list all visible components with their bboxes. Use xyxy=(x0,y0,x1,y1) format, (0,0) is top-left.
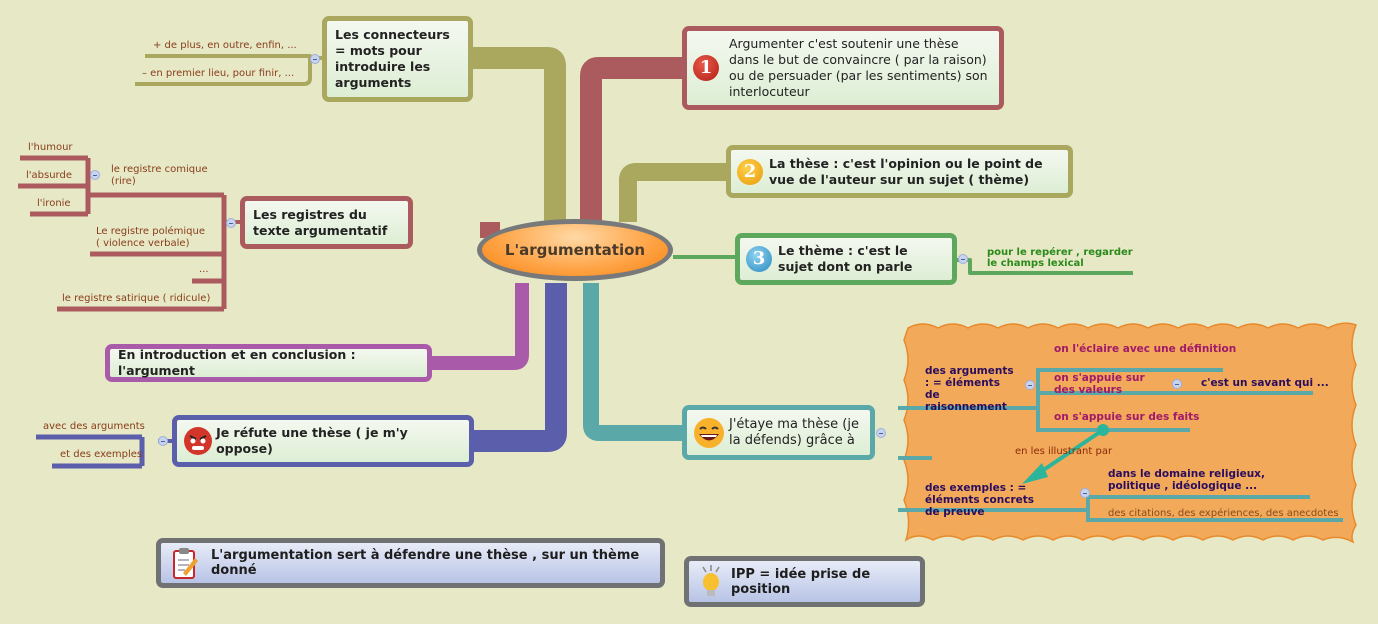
leaf-citations[interactable]: des citations, des expériences, des anec… xyxy=(1108,508,1339,519)
laughing-face-icon xyxy=(694,417,724,448)
leaf-savant[interactable]: c'est un savant qui ... xyxy=(1201,377,1329,389)
relation-label: en les illustrant par xyxy=(1015,446,1113,457)
number-1-icon: 1 xyxy=(693,55,719,81)
topic-definition-label: Argumenter c'est soutenir une thèse dans… xyxy=(729,36,988,99)
leaf-definition[interactable]: on l'éclaire avec une définition xyxy=(1054,343,1237,355)
topic-introduction-label: En introduction et en conclusion : l'arg… xyxy=(118,347,356,378)
topic-these-label: La thèse : c'est l'opinion ou le point d… xyxy=(769,155,1043,187)
lightbulb-icon xyxy=(702,564,720,596)
central-topic-label: L'argumentation xyxy=(504,241,646,259)
leaf-registre-ellipsis[interactable]: ... xyxy=(199,264,209,275)
topic-etaye-label: J'étaye ma thèse (je la défends) grâce à xyxy=(729,416,859,448)
topic-etaye[interactable]: J'étaye ma thèse (je la défends) grâce à xyxy=(682,405,875,460)
collapse-toggle-etaye[interactable] xyxy=(876,428,886,438)
leaf-connecteur-1[interactable]: + de plus, en outre, enfin, ... xyxy=(153,40,297,51)
leaf-connecteur-2[interactable]: – en premier lieu, pour finir, ... xyxy=(142,68,295,79)
number-2-icon: 2 xyxy=(737,158,763,185)
topic-refute-label: Je réfute une thèse ( je m'y oppose) xyxy=(216,425,408,456)
angry-face-icon xyxy=(184,427,212,455)
cloud-background xyxy=(898,322,1357,544)
topic-refute[interactable]: Je réfute une thèse ( je m'y oppose) xyxy=(172,415,474,467)
topic-introduction[interactable]: En introduction et en conclusion : l'arg… xyxy=(105,344,432,382)
number-3-icon: 3 xyxy=(746,246,772,272)
topic-connecteurs-label: Les connecteurs = mots pour introduire l… xyxy=(335,27,450,90)
leaf-champs-lexical[interactable]: pour le repérer , regarder le champs lex… xyxy=(987,247,1133,269)
collapse-toggle-arguments[interactable] xyxy=(1025,380,1035,390)
topic-these[interactable]: 2 La thèse : c'est l'opinion ou le point… xyxy=(726,145,1073,198)
leaf-ironie[interactable]: l'ironie xyxy=(37,198,71,209)
central-topic[interactable]: L'argumentation xyxy=(477,219,673,281)
note-argumentation-label: L'argumentation sert à défendre une thès… xyxy=(211,548,640,578)
collapse-toggle-connecteurs[interactable] xyxy=(310,54,320,64)
collapse-toggle-registres[interactable] xyxy=(226,218,236,228)
topic-definition[interactable]: 1 Argumenter c'est soutenir une thèse da… xyxy=(682,26,1004,110)
note-ipp-label: IPP = idée prise de position xyxy=(731,566,871,597)
note-ipp[interactable]: IPP = idée prise de position xyxy=(684,556,925,607)
subtopic-exemples[interactable]: des exemples : = éléments concrets de pr… xyxy=(925,482,1035,518)
leaf-registre-comique[interactable]: le registre comique (rire) xyxy=(111,164,208,187)
leaf-registre-satirique[interactable]: le registre satirique ( ridicule) xyxy=(62,293,211,304)
collapse-toggle-refute[interactable] xyxy=(158,436,168,446)
leaf-absurde[interactable]: l'absurde xyxy=(26,170,72,181)
topic-registres-label: Les registres du texte argumentatif xyxy=(253,206,388,238)
leaf-registre-polemique[interactable]: Le registre polémique ( violence verbale… xyxy=(96,226,206,249)
topic-theme[interactable]: 3 Le thème : c'est le sujet dont on parl… xyxy=(735,233,957,285)
leaf-domaine[interactable]: dans le domaine religieux, politique , i… xyxy=(1108,468,1265,492)
leaf-humour[interactable]: l'humour xyxy=(28,142,73,153)
topic-theme-label: Le thème : c'est le sujet dont on parle xyxy=(778,243,913,274)
collapse-toggle-theme[interactable] xyxy=(958,254,968,264)
collapse-toggle-exemples[interactable] xyxy=(1080,488,1090,498)
collapse-toggle-comique[interactable] xyxy=(90,170,100,180)
leaf-valeurs[interactable]: on s'appuie sur des valeurs xyxy=(1054,372,1145,396)
leaf-des-exemples[interactable]: et des exemples xyxy=(60,449,143,460)
clipboard-pencil-icon xyxy=(173,548,198,579)
collapse-toggle-valeurs[interactable] xyxy=(1172,379,1182,389)
leaf-faits[interactable]: on s'appuie sur des faits xyxy=(1054,411,1200,423)
leaf-avec-arguments[interactable]: avec des arguments xyxy=(43,421,145,432)
topic-registres[interactable]: Les registres du texte argumentatif xyxy=(240,196,413,249)
note-argumentation[interactable]: L'argumentation sert à défendre une thès… xyxy=(156,538,665,588)
topic-connecteurs[interactable]: Les connecteurs = mots pour introduire l… xyxy=(322,16,473,102)
subtopic-arguments[interactable]: des arguments : = éléments de raisonneme… xyxy=(925,365,1014,413)
